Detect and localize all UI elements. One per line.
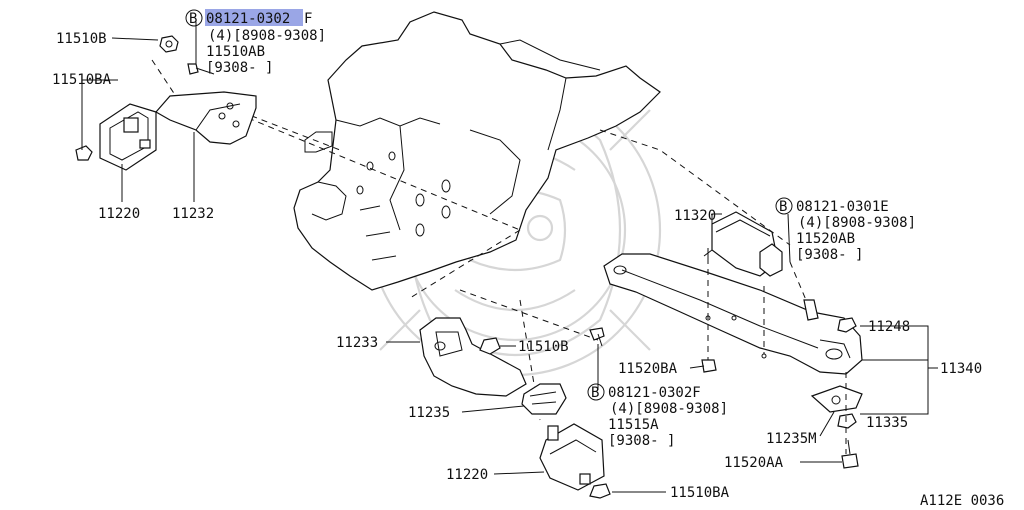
callout-right-line3[interactable]: 11520AB [796,231,855,247]
left-mount-insulator [99,103,157,171]
left-mount-bracket [155,91,257,145]
callout-top-line4: [9308- ] [206,60,273,76]
heat-shield [521,383,567,415]
callout-top-line2: (4)[8908-9308] [208,28,326,44]
callout-bottom-partno[interactable]: 08121-0302F [608,385,701,401]
engine-transmission [293,11,661,291]
circled-b-bottom-letter: B [591,385,599,401]
label-11220-bottom[interactable]: 11220 [446,467,488,483]
callout-bottom-line4: [9308- ] [608,433,675,449]
callout-top-partno-suffix: F [304,11,312,27]
circled-b-right: B [775,197,793,215]
callout-right-line2: (4)[8908-9308] [798,215,916,231]
callout-top-line3[interactable]: 11510AB [206,44,265,60]
label-11320[interactable]: 11320 [674,208,716,224]
bolt-bottom [589,327,605,347]
circled-b-bottom: B [587,383,605,401]
callout-bottom-line3[interactable]: 11515A [608,417,659,433]
label-11510BA-left[interactable]: 11510BA [52,72,112,88]
label-11220-left[interactable]: 11220 [98,206,140,222]
callout-right-partno[interactable]: 08121-0301E [796,199,889,215]
circled-b-top: B [185,9,203,27]
right-mount-bracket [419,317,527,397]
nut-11510BA-bottom [589,483,611,499]
nut-11510BA-left [75,145,93,161]
plate-11235M [810,385,863,413]
crossmember [603,253,863,375]
label-11510B-top[interactable]: 11510B [56,31,107,47]
label-11248[interactable]: 11248 [868,319,910,335]
callout-right-line4: [9308- ] [796,247,863,263]
label-11233[interactable]: 11233 [336,335,378,351]
label-11510B-mid[interactable]: 11510B [518,339,569,355]
bolt-11520AA [841,439,859,469]
label-11235M[interactable]: 11235M [766,431,817,447]
label-11510BA-bottom[interactable]: 11510BA [670,485,730,501]
label-11520BA[interactable]: 11520BA [618,361,678,377]
bolt-top-left [187,63,215,75]
label-11235[interactable]: 11235 [408,405,450,421]
circled-b-right-letter: B [779,199,787,215]
label-11520AA[interactable]: 11520AA [724,455,784,471]
rear-mount-insulator [703,211,783,277]
leader-lines [81,22,938,493]
nut-11335 [837,413,857,429]
nut-11248 [837,317,857,333]
label-11340[interactable]: 11340 [940,361,982,377]
nut-11510B-top [159,35,179,53]
selection-highlight [205,9,303,26]
circled-b-top-letter: B [189,11,197,27]
figure-code: A112E 0036 [920,493,1004,509]
right-mount-insulator [539,423,605,491]
label-11335[interactable]: 11335 [866,415,908,431]
rear-mount-studs [701,258,819,373]
nut-11510B-mid [479,337,501,355]
callout-top-partno[interactable]: 08121-0302 [206,11,290,27]
label-11232[interactable]: 11232 [172,206,214,222]
callout-bottom-line2: (4)[8908-9308] [610,401,728,417]
